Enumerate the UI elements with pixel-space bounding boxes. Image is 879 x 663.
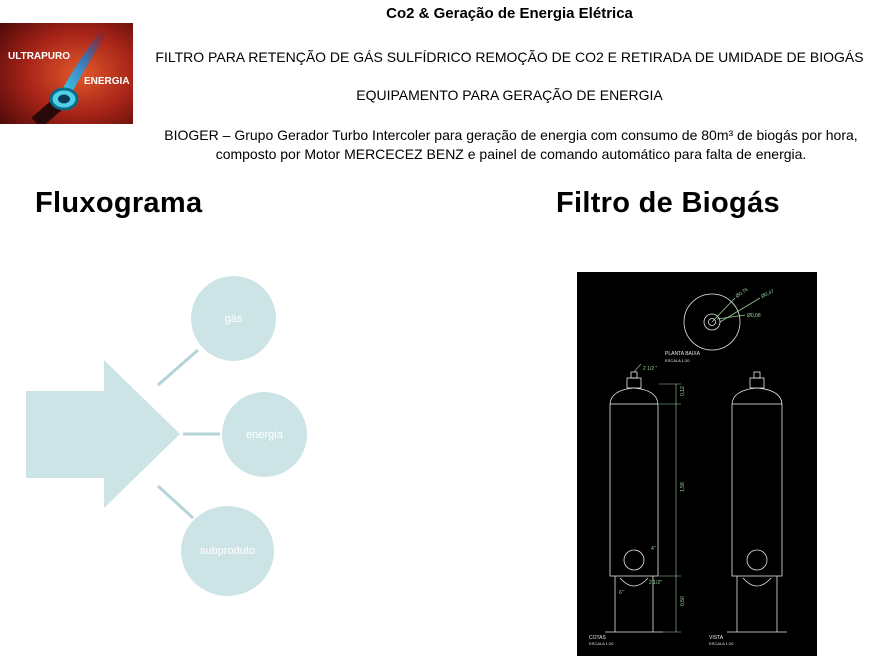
cad-drawing: Ø0,76 Ø0,47 Ø0,08 PLANTA BAIXA ESCALA 1:… (589, 287, 787, 646)
dim-mid: Ø0,47 (760, 289, 775, 300)
dim-outer: Ø0,76 (735, 287, 750, 300)
logo: ULTRAPURO ENERGIA (0, 23, 133, 124)
pipe-label: 2 1/2 " (643, 366, 658, 372)
node-energia: energia (222, 392, 307, 477)
flame-logo-image (0, 23, 133, 124)
plan-view (683, 293, 761, 351)
plan-label: PLANTA BAIXA (665, 351, 701, 357)
elevation-view (727, 371, 787, 633)
flowchart-diagram (26, 348, 220, 520)
node-subproduto: subproduto (181, 506, 274, 596)
connector-subproduto (156, 484, 195, 520)
logo-text-ultrapuro: ULTRAPURO (8, 51, 71, 62)
pipe-4: 4" (651, 546, 656, 552)
cotas-scale: ESCALA 1:20 (589, 641, 614, 646)
pipe-low: 2 1/2" (649, 580, 662, 586)
equipment-title: EQUIPAMENTO PARA GERAÇÃO DE ENERGIA (356, 87, 663, 103)
dim-inner: Ø0,08 (747, 313, 761, 319)
filter-description: FILTRO PARA RETENÇÃO DE GÁS SULFÍDRICO R… (155, 49, 864, 65)
plan-scale: ESCALA 1:20 (665, 358, 690, 363)
filtro-heading: Filtro de Biogás (556, 187, 780, 219)
fluxograma-heading: Fluxograma (35, 187, 203, 219)
dim-top: 0,12 (680, 386, 686, 396)
vista-scale: ESCALA 1:20 (709, 641, 734, 646)
pipe-6: 6" (619, 590, 624, 596)
section-view (605, 371, 663, 633)
dimension-lines (633, 363, 681, 633)
flow-arrow (26, 360, 180, 508)
page-title: Co2 & Geração de Energia Elétrica (386, 5, 633, 22)
node-gas: gás (191, 276, 276, 361)
cotas-label: COTAS (589, 635, 607, 641)
logo-text-energia: ENERGIA (84, 76, 130, 87)
bioger-description: BIOGER – Grupo Gerador Turbo Intercoler … (164, 127, 858, 162)
dim-bottom: 0,50 (680, 596, 686, 606)
vista-label: VISTA (709, 635, 724, 641)
biogas-filter-drawing: Ø0,76 Ø0,47 Ø0,08 PLANTA BAIXA ESCALA 1:… (577, 272, 817, 656)
dim-height: 1,58 (680, 482, 686, 492)
connector-gas (157, 348, 199, 387)
